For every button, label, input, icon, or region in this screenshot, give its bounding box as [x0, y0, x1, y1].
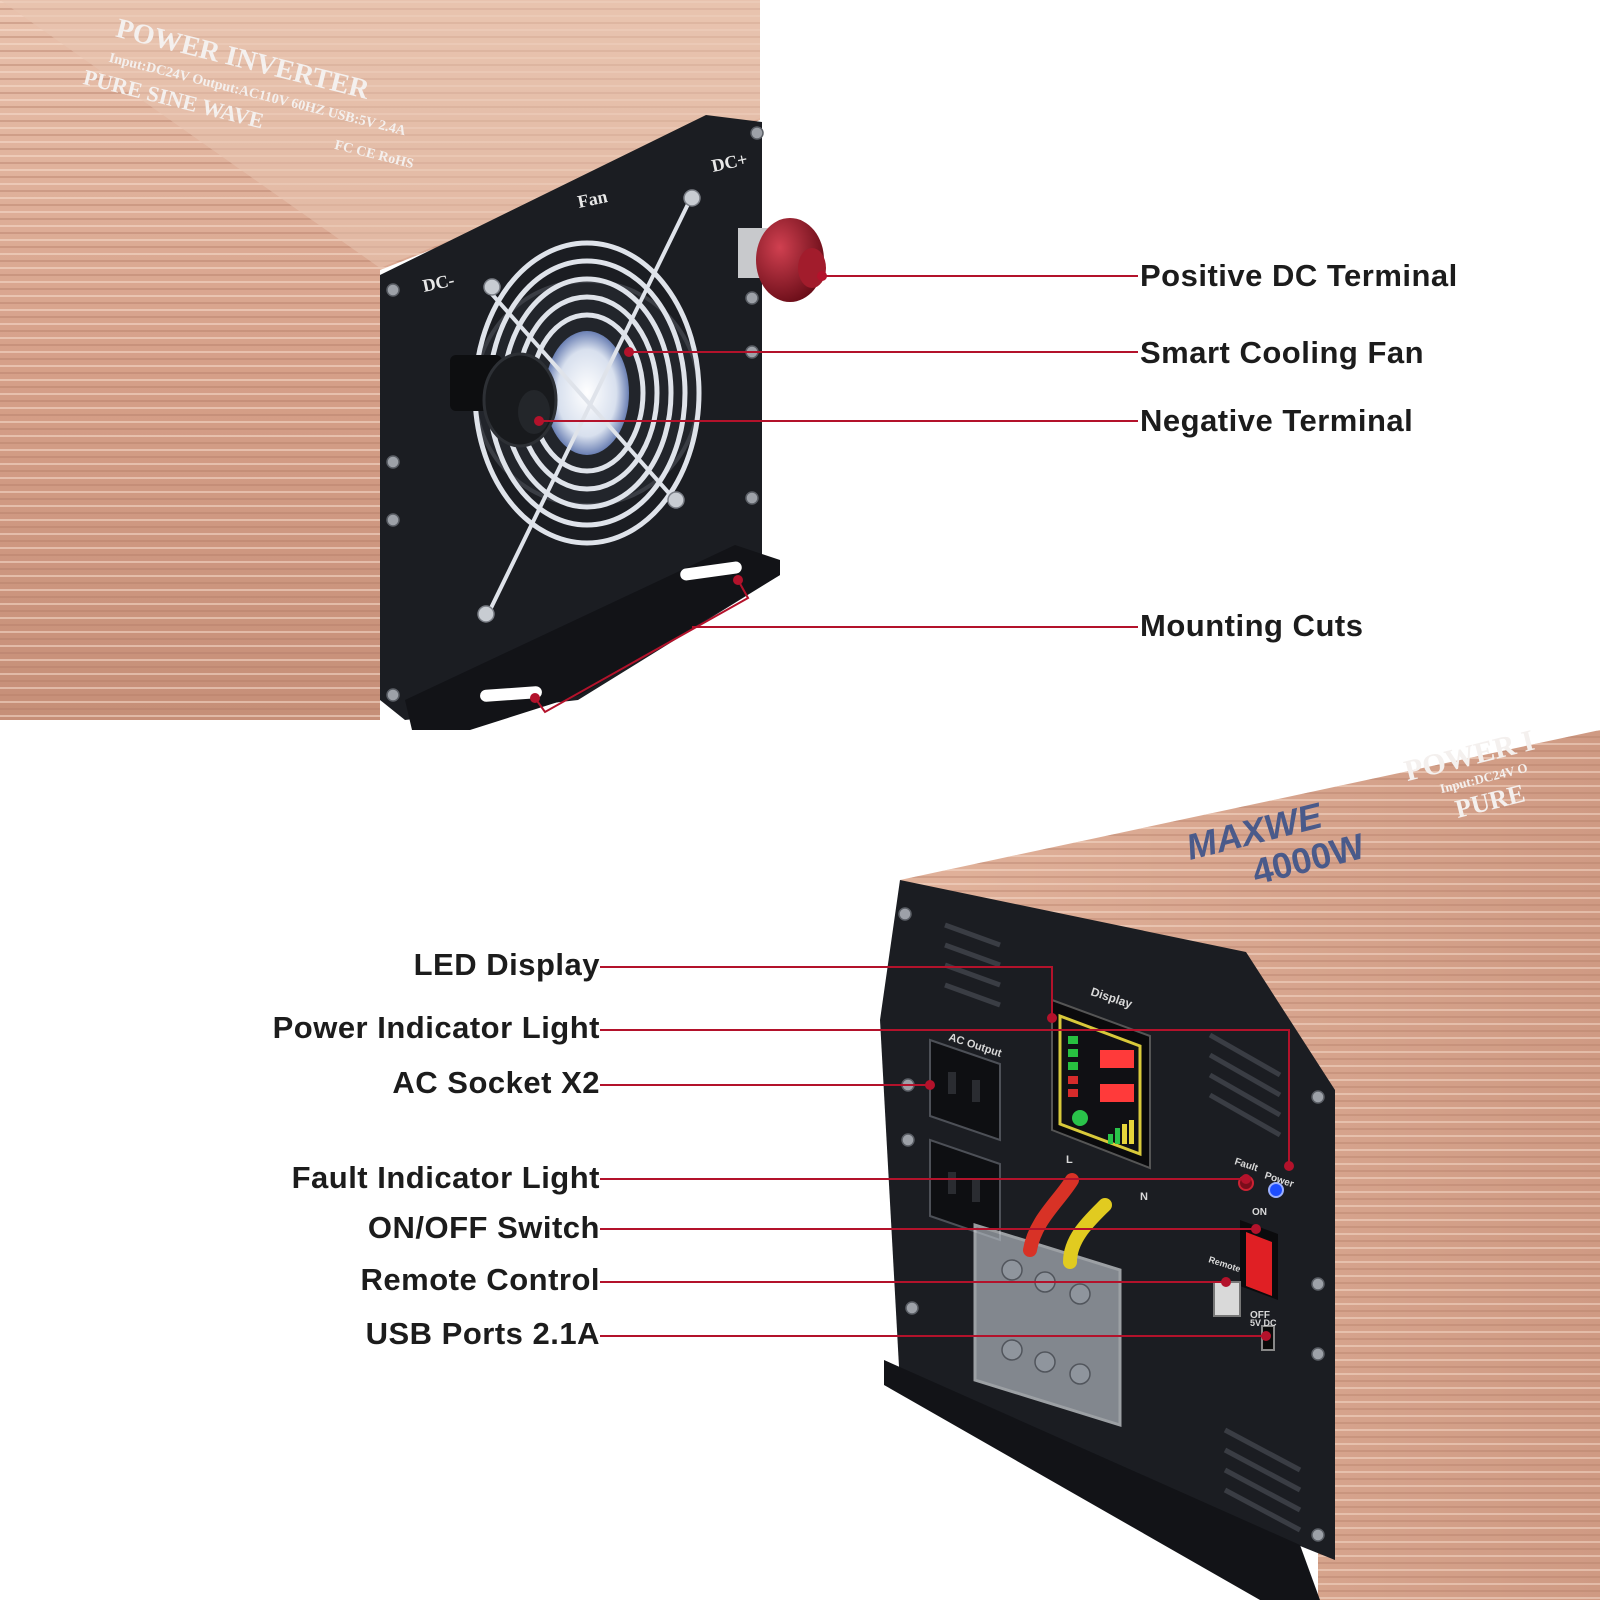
bottom-ac-terminal-block	[973, 1173, 1122, 1428]
bottom-remote-port	[1213, 1281, 1241, 1317]
top-housing-top-face	[0, 0, 760, 268]
dot-remote-control	[1221, 1277, 1231, 1287]
bottom-off-label: OFF	[1250, 1310, 1270, 1321]
dot-on-off-switch	[1251, 1224, 1261, 1234]
dot-power-indicator-light	[1284, 1161, 1294, 1171]
callout-remote-control: Remote Control	[360, 1262, 600, 1297]
bottom-power-led	[1268, 1182, 1284, 1198]
top-mounting-bracket	[405, 545, 780, 730]
top-mounting-cut-2	[480, 686, 542, 702]
dot-mounting-cut-2	[530, 693, 540, 703]
callout-on-off-switch: ON/OFF Switch	[367, 1210, 600, 1245]
bottom-vent-slots	[944, 922, 1302, 1533]
leader-dots	[530, 271, 1294, 1341]
top-inverter: POWER INVERTER Input:DC24V Output:AC110V…	[0, 0, 826, 730]
bottom-led-display	[1051, 998, 1151, 1170]
leader-lines	[534, 275, 1290, 1337]
dot-mounting-cut-1	[733, 575, 743, 585]
top-mounting-cut-1	[680, 561, 742, 581]
callout-positive-dc-terminal: Positive DC Terminal	[1140, 258, 1458, 293]
dot-usb-ports	[1261, 1331, 1271, 1341]
dot-led-display	[1047, 1013, 1057, 1023]
callout-mounting-cuts: Mounting Cuts	[1140, 608, 1364, 643]
bottom-mounting-bracket	[884, 1360, 1320, 1600]
bottom-on-label: ON	[1252, 1207, 1267, 1218]
top-positive-terminal	[738, 218, 826, 302]
dot-fault-indicator-light	[1241, 1174, 1251, 1184]
bottom-front-panel	[880, 880, 1335, 1560]
bottom-panel-screws	[898, 907, 1325, 1542]
callout-power-indicator-light: Power Indicator Light	[272, 1010, 600, 1045]
bottom-ac-sockets	[929, 1038, 1001, 1242]
callout-usb-ports: USB Ports 2.1A	[365, 1316, 600, 1351]
leader-mounting-cuts	[534, 579, 750, 714]
leader-led-display	[600, 966, 1053, 1018]
callout-fault-indicator-light: Fault Indicator Light	[291, 1160, 600, 1195]
callout-led-display: LED Display	[413, 947, 600, 982]
callout-ac-socket-x2: AC Socket X2	[392, 1065, 600, 1100]
callout-smart-cooling-fan: Smart Cooling Fan	[1140, 335, 1425, 370]
bottom-on-off-switch	[1240, 1220, 1278, 1300]
callout-negative-terminal: Negative Terminal	[1140, 403, 1414, 438]
dot-ac-socket-x2	[925, 1080, 935, 1090]
dot-smart-cooling-fan	[624, 347, 634, 357]
bottom-inverter: MAXWE 4000W POWER I Input:DC24V O PURE	[880, 724, 1600, 1600]
dot-negative-terminal	[534, 416, 544, 426]
bottom-neutral-label: N	[1140, 1191, 1148, 1203]
dot-positive-dc-terminal	[817, 271, 827, 281]
bottom-live-label: L	[1066, 1154, 1073, 1166]
bottom-usb-label: 5V DC	[1250, 1318, 1277, 1328]
leader-power-indicator-light	[600, 1029, 1290, 1166]
bottom-brand-block: MAXWE 4000W POWER I Input:DC24V O PURE	[1182, 724, 1538, 893]
